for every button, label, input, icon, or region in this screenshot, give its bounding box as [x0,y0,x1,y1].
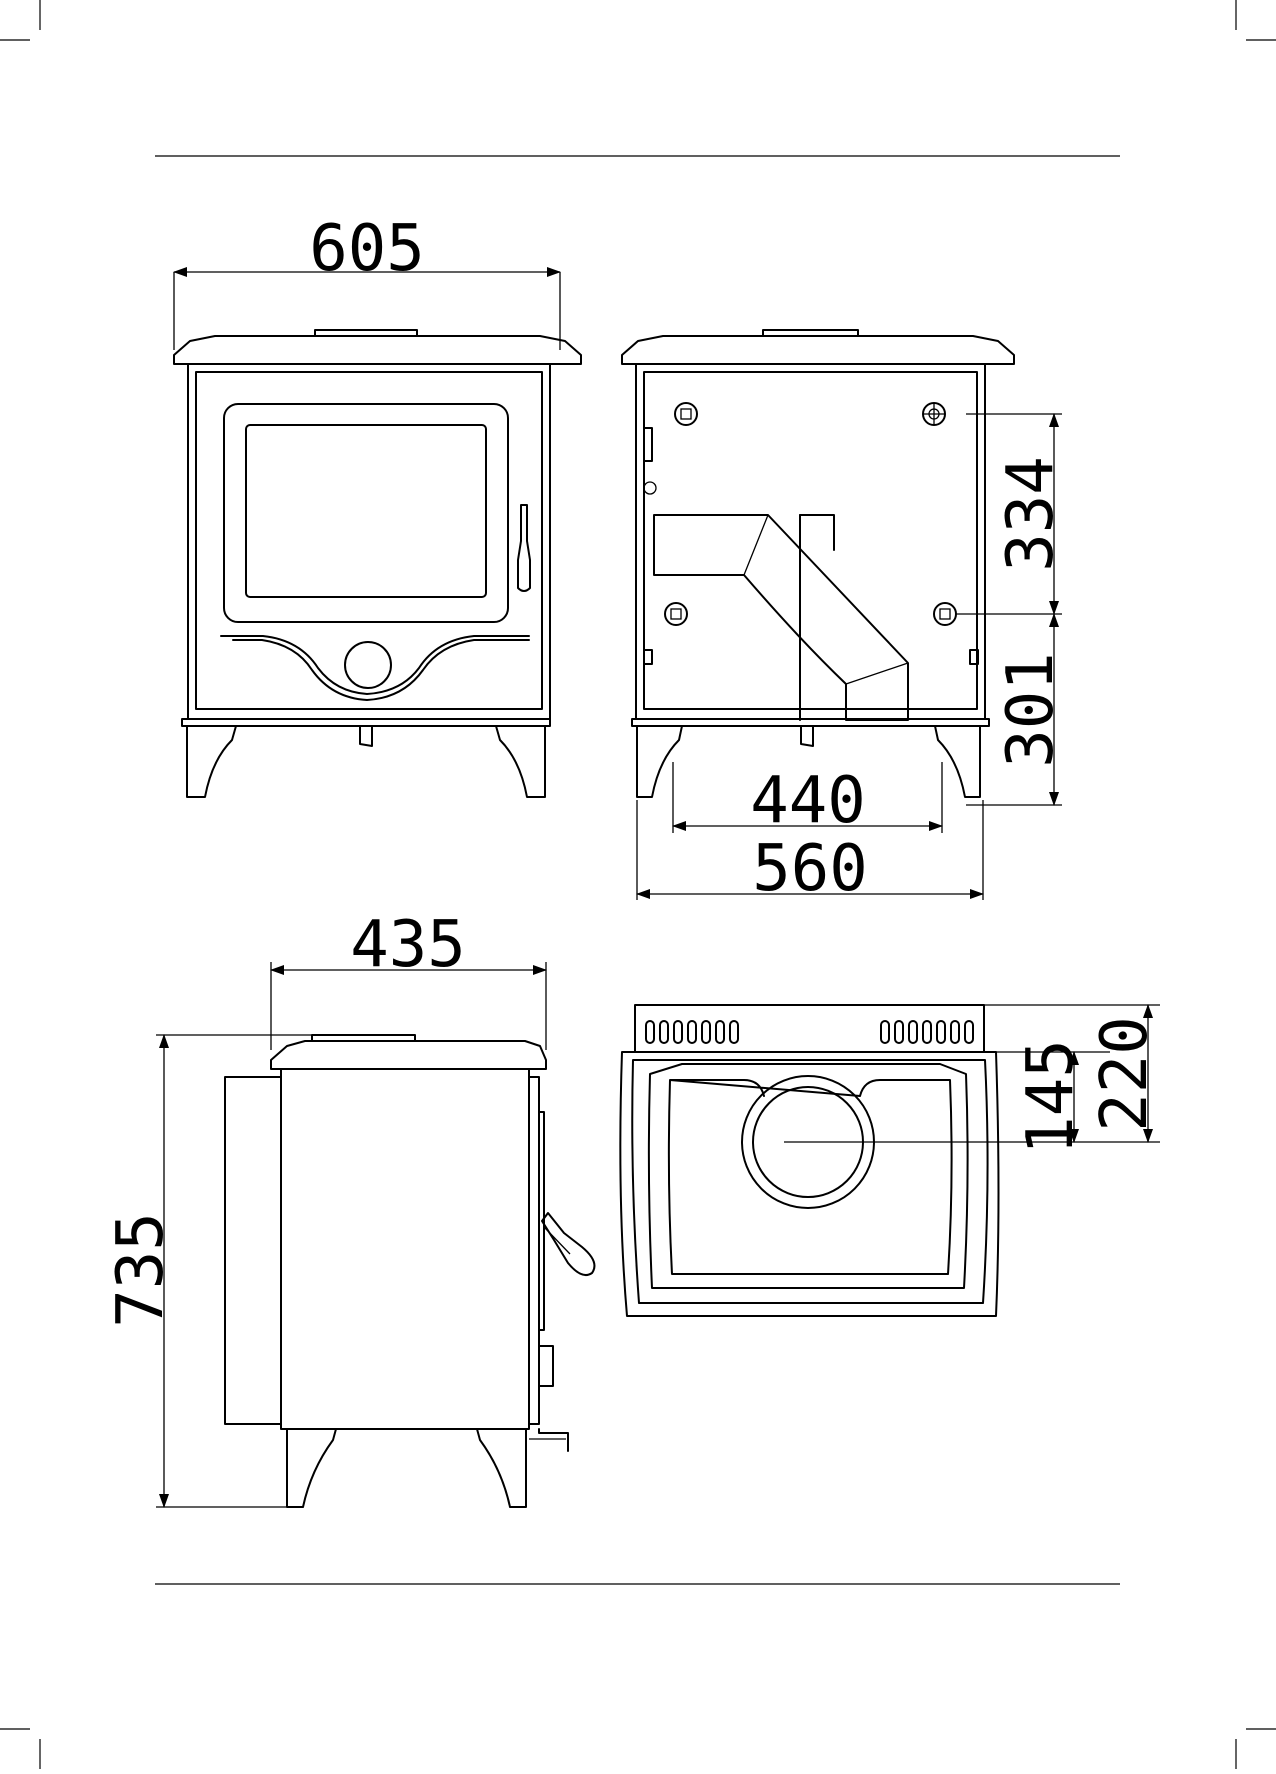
dim-735-label: 735 [104,1212,178,1328]
bolt-bottom-left [665,603,687,625]
front-view [174,330,581,797]
dim-605-label: 605 [309,212,425,286]
side-view [225,1035,594,1507]
dim-301-label: 301 [994,652,1068,768]
top-view [620,1005,1040,1316]
dim-220-label: 220 [1088,1016,1162,1132]
vent-slots-right [881,1021,973,1043]
dim-334-label: 334 [994,456,1068,572]
dimensions: 605 440 560 334 301 435 735 [104,212,1162,1507]
bolt-bottom-right [934,603,956,625]
dim-440-label: 440 [750,764,866,838]
vent-slots-left [646,1021,738,1043]
dim-435-label: 435 [350,908,466,982]
bolt-top-right [923,403,945,425]
dim-560-label: 560 [752,832,868,906]
dim-145-label: 145 [1014,1039,1088,1155]
rear-view [622,330,1014,797]
bolt-top-left [675,403,697,425]
